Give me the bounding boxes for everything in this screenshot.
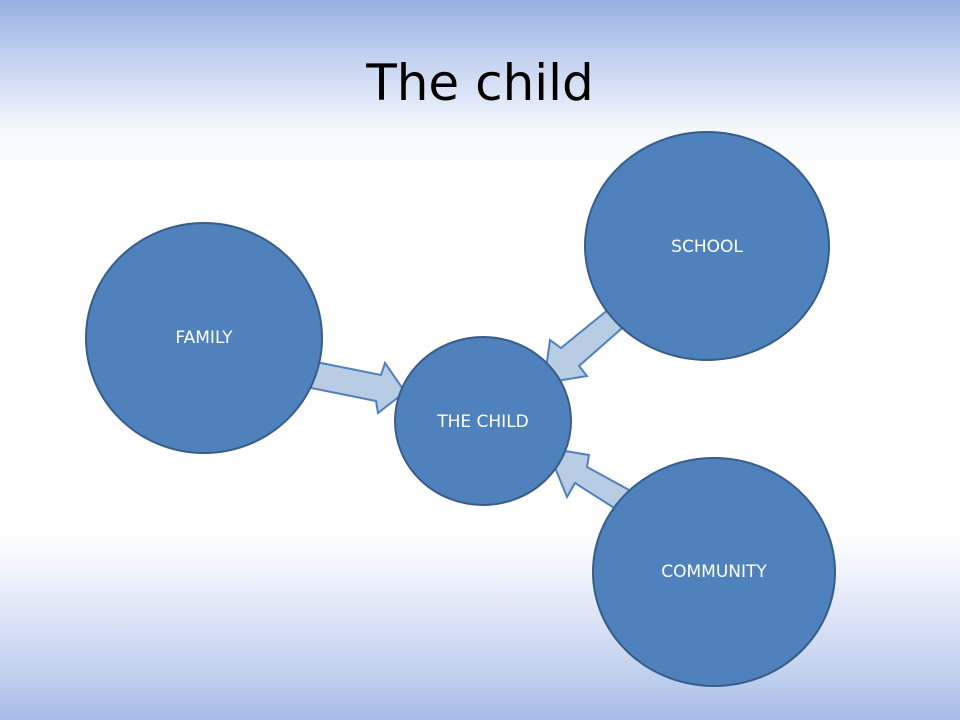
node-child-label: THE CHILD	[436, 412, 529, 432]
arrow-family-to-child	[299, 358, 407, 415]
node-school-label: SCHOOL	[671, 237, 743, 257]
node-child: THE CHILD	[394, 336, 572, 506]
node-community: COMMUNITY	[592, 457, 836, 687]
node-community-label: COMMUNITY	[661, 562, 767, 582]
node-school: SCHOOL	[584, 131, 830, 361]
node-family-label: FAMILY	[175, 328, 233, 348]
slide-title: The child	[366, 54, 594, 112]
arrow-school-to-child	[542, 302, 631, 385]
node-family: FAMILY	[85, 222, 323, 454]
